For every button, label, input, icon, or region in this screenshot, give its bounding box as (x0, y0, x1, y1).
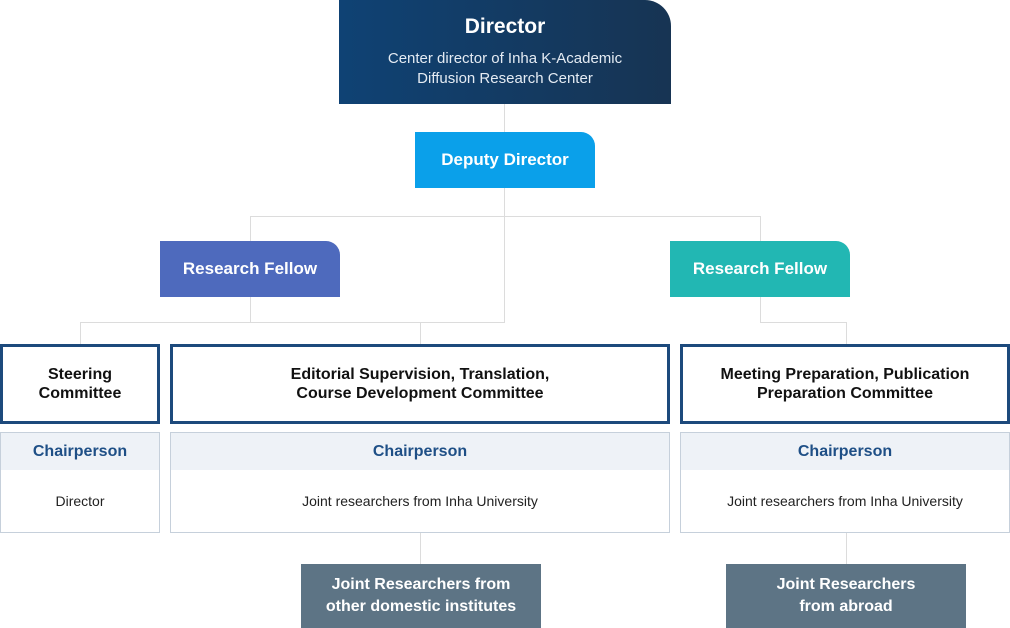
research-fellow-right-title: Research Fellow (692, 259, 828, 278)
connector-committee-2 (420, 322, 421, 344)
chairperson-label: Chairperson (1, 433, 159, 470)
joint-researchers-line2: other domestic institutes (325, 598, 517, 615)
committee-title-line2: Committee (38, 385, 122, 402)
chairperson-label: Chairperson (171, 433, 669, 470)
chairperson-value: Director (55, 493, 105, 509)
meeting-chair-panel: Chairperson Joint researchers from Inha … (680, 432, 1010, 533)
research-fellow-right-box: Research Fellow (670, 241, 850, 297)
connector-fellows-bar (250, 216, 761, 217)
connector-joint-1 (420, 533, 421, 564)
director-title: Director (464, 15, 546, 38)
joint-researchers-abroad-box: Joint Researchers from abroad (726, 564, 966, 628)
committee-title-line1: Meeting Preparation, Publication (720, 366, 970, 383)
connector-committee-3 (846, 322, 847, 344)
connector-fellow-right-down (760, 297, 761, 322)
deputy-director-box: Deputy Director (415, 132, 595, 188)
editorial-chair-panel: Chairperson Joint researchers from Inha … (170, 432, 670, 533)
connector-fellow-right-up (760, 216, 761, 241)
steering-committee-box: Steering Committee (0, 344, 160, 424)
connector-fellow-left-up (250, 216, 251, 241)
connector-deputy-down (504, 188, 505, 322)
director-subtitle-line2: Diffusion Research Center (417, 70, 593, 87)
joint-researchers-domestic-box: Joint Researchers from other domestic in… (301, 564, 541, 628)
director-subtitle-line1: Center director of Inha K-Academic (387, 50, 623, 67)
chairperson-value: Joint researchers from Inha University (302, 493, 538, 509)
editorial-committee-box: Editorial Supervision, Translation, Cour… (170, 344, 670, 424)
committee-title-line2: Course Development Committee (296, 385, 544, 402)
research-fellow-left-box: Research Fellow (160, 241, 340, 297)
deputy-director-title: Deputy Director (441, 150, 569, 169)
joint-researchers-line2: from abroad (799, 598, 893, 615)
committee-title-line2: Preparation Committee (756, 385, 934, 402)
committee-title-line1: Editorial Supervision, Translation, (290, 366, 550, 383)
connector-joint-2 (846, 533, 847, 564)
joint-researchers-line1: Joint Researchers from (331, 576, 511, 593)
connector-committee-1 (80, 322, 81, 344)
research-fellow-left-title: Research Fellow (182, 259, 318, 278)
chairperson-label: Chairperson (681, 433, 1009, 470)
joint-researchers-line1: Joint Researchers (776, 576, 916, 593)
connector-committee-bar-right (760, 322, 846, 323)
meeting-committee-box: Meeting Preparation, Publication Prepara… (680, 344, 1010, 424)
committee-title-line1: Steering (47, 366, 112, 383)
chairperson-value: Joint researchers from Inha University (727, 493, 963, 509)
director-box: Director Center director of Inha K-Acade… (339, 0, 671, 104)
steering-chair-panel: Chairperson Director (0, 432, 160, 533)
connector-committee-bar-left (80, 322, 505, 323)
connector-director-deputy (504, 104, 505, 132)
connector-fellow-left-down (250, 297, 251, 322)
